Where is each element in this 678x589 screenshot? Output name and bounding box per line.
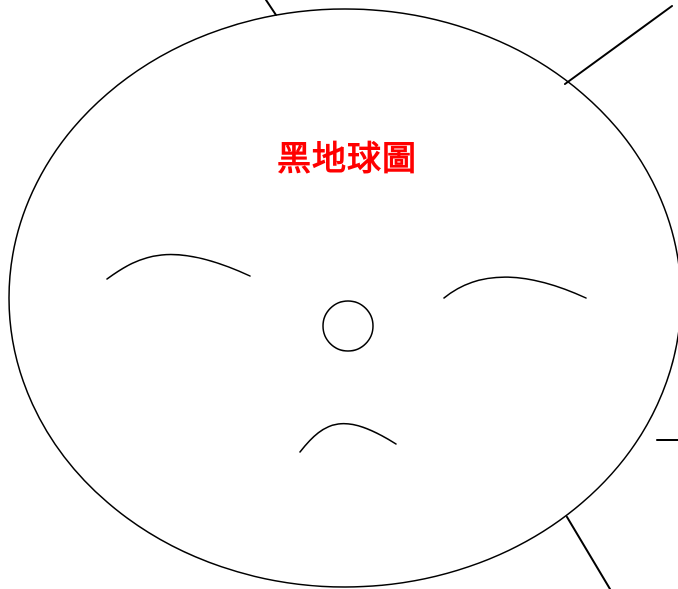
ray-line-top-right — [564, 5, 673, 85]
ray-line-top — [265, 0, 277, 16]
right-eye-curve — [443, 276, 587, 299]
mouth-curve — [299, 422, 397, 453]
drawing-caption: 黑地球圖 — [277, 139, 417, 179]
ray-line-bottom-right — [566, 516, 611, 589]
earth-circle — [8, 8, 678, 588]
left-eye-curve — [106, 253, 251, 280]
nose-circle — [322, 300, 374, 352]
